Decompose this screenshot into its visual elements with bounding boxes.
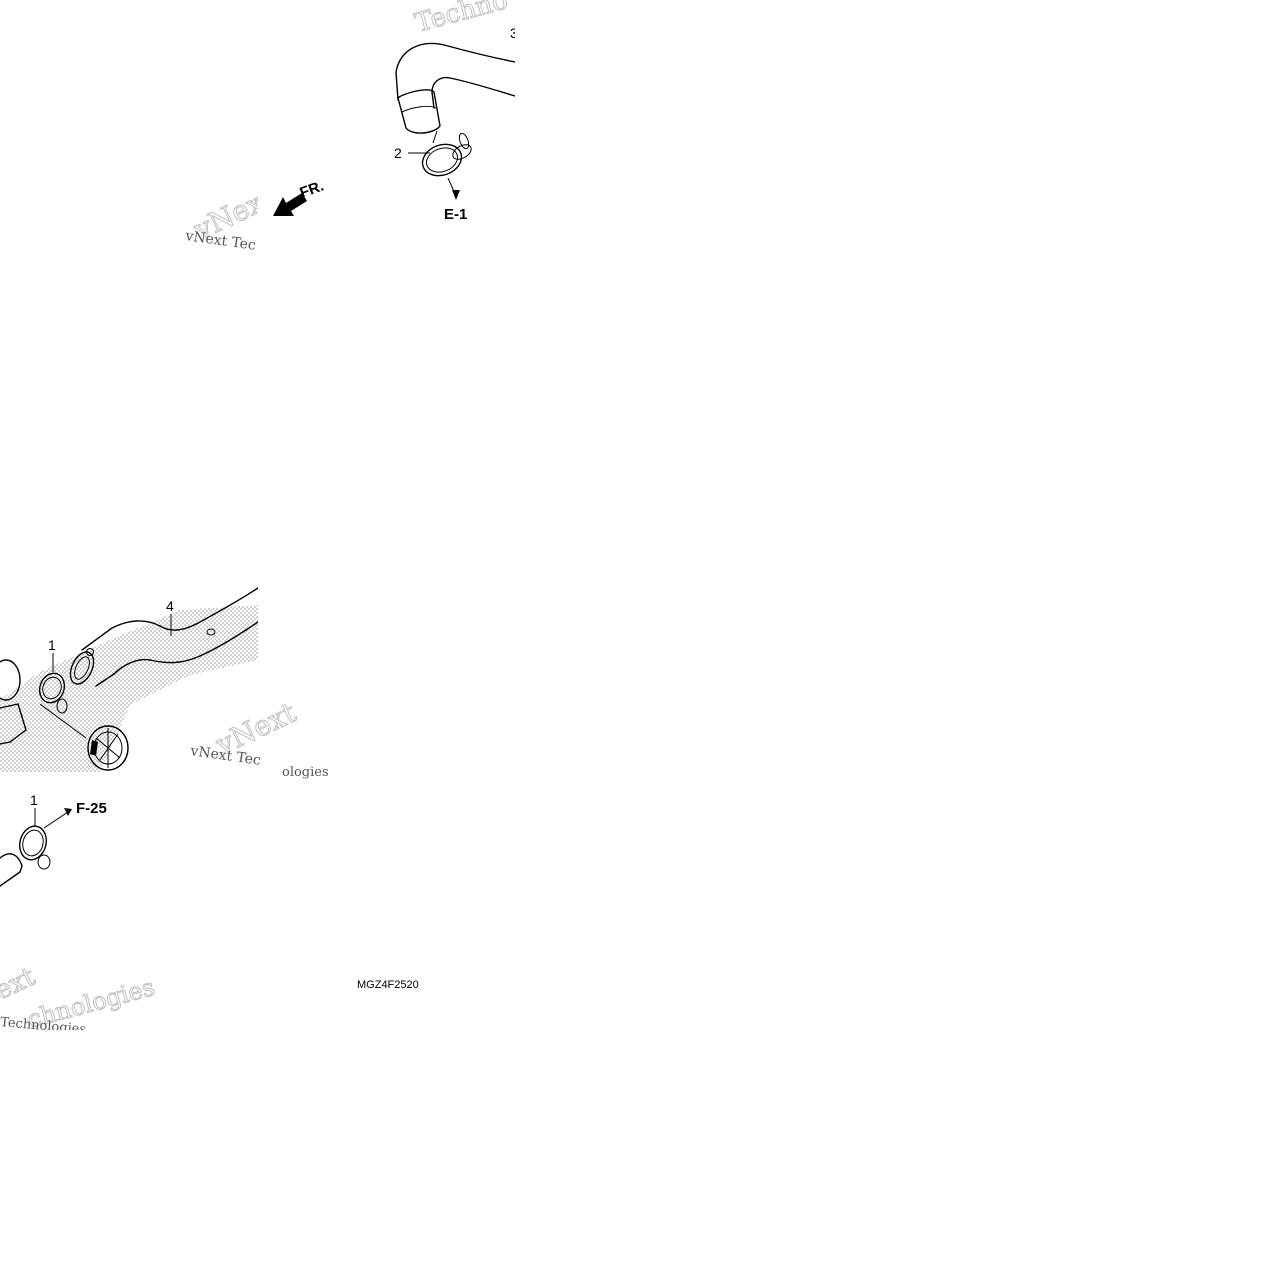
callout-4: 4 — [166, 598, 174, 614]
lower-hose-assembly — [0, 587, 258, 772]
upper-hose-assembly — [395, 42, 515, 200]
watermark-text-top: vNext Tec — [183, 228, 256, 254]
bottom-clamp-assembly — [0, 808, 72, 887]
reference-arrow-icon — [64, 808, 72, 816]
reference-arrow-icon — [452, 190, 460, 200]
callout-1-middle: 1 — [48, 637, 56, 653]
front-label: FR. — [298, 178, 327, 202]
ref-e1: E-1 — [444, 206, 467, 223]
front-direction-arrow-icon — [273, 193, 307, 216]
watermark-ext: ext — [0, 962, 40, 1007]
diagram-code: MGZ4F2520 — [357, 979, 419, 991]
watermark-ologies: ologies — [282, 765, 329, 780]
watermark-techno: Techno — [412, 0, 511, 39]
callout-1-bottom: 1 — [30, 792, 38, 808]
callout-3: 3 — [510, 25, 518, 41]
ref-f25: F-25 — [76, 800, 107, 817]
callout-2: 2 — [394, 145, 402, 161]
